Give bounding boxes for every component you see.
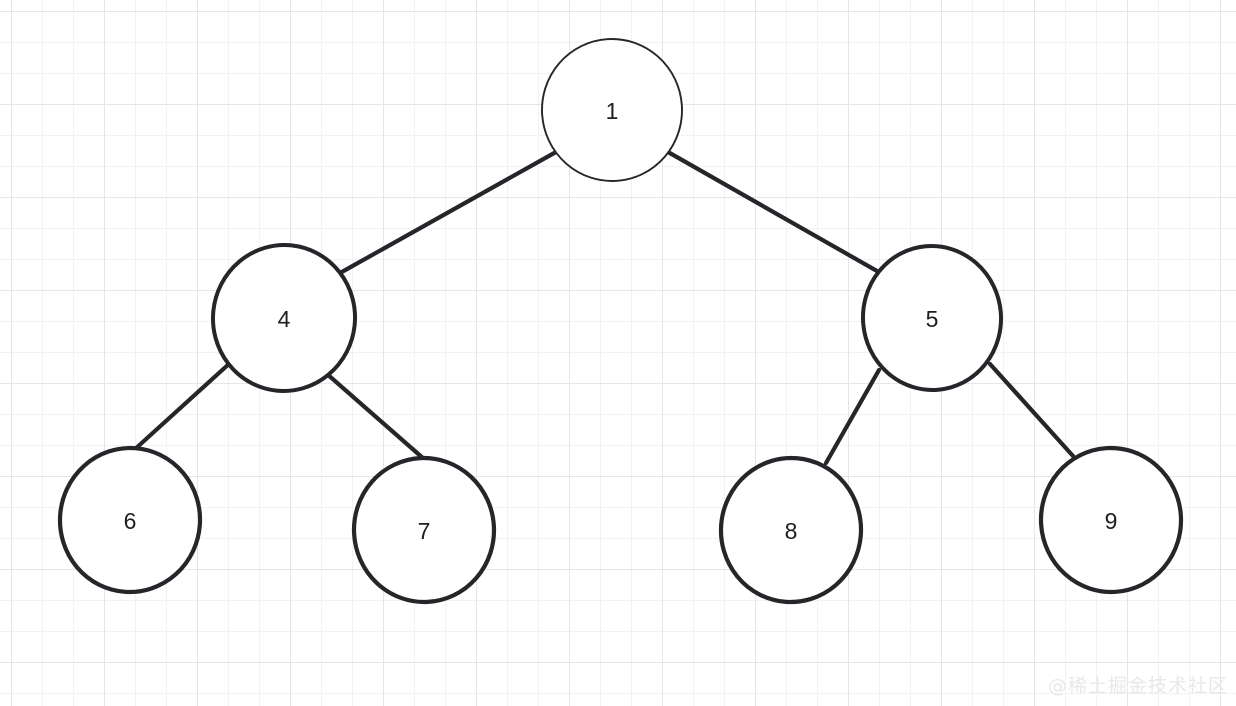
tree-edge-n5-n8 — [823, 367, 882, 466]
watermark-label: @稀土掘金技术社区 — [1047, 675, 1228, 697]
tree-node-4[interactable]: 4 — [206, 238, 362, 398]
tree-node-7[interactable]: 7 — [350, 454, 497, 605]
node-label-8: 8 — [785, 518, 798, 544]
nodes-group: 1 4 5 6 7 8 9 — [55, 34, 1186, 608]
node-label-6: 6 — [124, 508, 137, 534]
node-circle-4[interactable] — [206, 238, 362, 398]
node-circle-5[interactable] — [857, 240, 1007, 395]
tree-node-6[interactable]: 6 — [55, 443, 205, 596]
node-label-4: 4 — [278, 306, 291, 332]
tree-edge-n4-n7 — [324, 371, 427, 462]
tree-edge-n1-n5 — [665, 149, 887, 278]
node-circle-8[interactable] — [715, 452, 867, 608]
node-label-9: 9 — [1105, 508, 1118, 534]
tree-edge-n5-n9 — [987, 361, 1076, 459]
node-label-5: 5 — [926, 306, 939, 332]
node-label-7: 7 — [418, 518, 431, 544]
tree-edge-n1-n4 — [337, 149, 559, 276]
tree-node-9[interactable]: 9 — [1036, 443, 1186, 596]
tree-node-1[interactable]: 1 — [537, 34, 687, 185]
edges-group — [131, 149, 1076, 466]
node-circle-7[interactable] — [350, 454, 497, 605]
node-circle-6[interactable] — [55, 443, 205, 596]
node-label-1: 1 — [606, 98, 619, 124]
tree-edge-n4-n6 — [131, 360, 233, 453]
node-circle-9[interactable] — [1036, 443, 1186, 596]
tree-node-8[interactable]: 8 — [715, 452, 867, 608]
tree-node-5[interactable]: 5 — [857, 240, 1007, 395]
node-circle-1[interactable] — [537, 34, 687, 185]
